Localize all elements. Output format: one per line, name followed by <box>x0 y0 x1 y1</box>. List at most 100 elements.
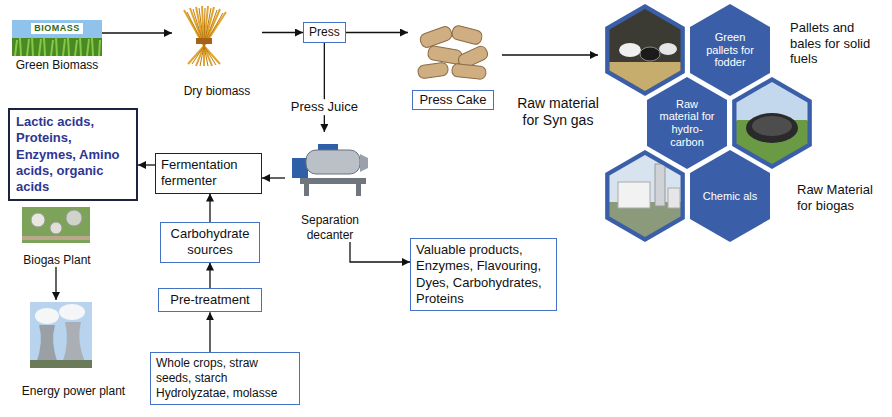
node-text: BIOMASS <box>31 23 83 34</box>
flow-arrow <box>209 263 210 289</box>
flow-arrow <box>262 177 285 178</box>
picture-node: BIOMASS Green Biomass <box>12 20 102 72</box>
picture-node: Dry biomass <box>172 6 262 98</box>
plant-road <box>22 236 90 240</box>
flow-arrow <box>102 32 172 33</box>
flow-arrow <box>350 242 410 262</box>
refinery-tower <box>655 164 665 206</box>
edge-label: Press Juice <box>289 99 360 115</box>
refinery-building <box>618 182 650 208</box>
node-text: Valuable products, Enzymes, Flavouring, … <box>416 242 551 307</box>
decanter-leg <box>356 184 361 196</box>
process-box: Fermentation fermenter <box>155 153 262 194</box>
hexagon-node: Raw material for hydro-carbon <box>647 77 727 169</box>
picture-node: Press Cake <box>408 22 498 110</box>
decanter-bowl <box>306 150 360 174</box>
pellet <box>451 24 484 45</box>
node-text: Green Biomass <box>16 58 99 72</box>
flow-arrow <box>346 32 408 33</box>
picture-node: Separation decanter <box>285 132 375 242</box>
flow-arrow <box>262 32 303 33</box>
product-box: Valuable products, Enzymes, Flavouring, … <box>410 238 557 311</box>
cow <box>659 43 677 55</box>
steam <box>35 308 59 324</box>
hexagon-frame <box>605 150 685 242</box>
node-text: Separation decanter <box>285 213 375 242</box>
plant-ground <box>22 207 90 243</box>
hexagon-fill <box>647 77 727 169</box>
power-plant-picture <box>30 302 92 368</box>
press-cake-to-uses-arrow <box>502 54 598 55</box>
biogas-tank <box>746 113 798 143</box>
node-text: Raw material for hydro-carbon <box>657 98 717 149</box>
picture-node: Energy power plant <box>6 300 141 398</box>
hexagon-frame <box>732 77 812 169</box>
node-text: Press Cake <box>412 90 493 110</box>
power-ground <box>30 360 92 368</box>
flow-arrow <box>209 194 210 223</box>
biogas-plant-picture <box>22 207 90 243</box>
decanter-cone <box>360 154 368 172</box>
node-text: Biogas Plant <box>23 253 90 267</box>
node-text: Lactic acids, Proteins, Enzymes, Amino a… <box>16 114 130 195</box>
hexagon-fill <box>690 4 770 96</box>
digester <box>31 213 45 227</box>
node-text: Press <box>309 25 340 40</box>
cow <box>619 43 641 57</box>
node-text: Fermentation fermenter <box>161 157 256 190</box>
process-box: Pre-treatment <box>158 288 262 312</box>
digester <box>66 210 82 226</box>
crop-stalks <box>15 37 100 56</box>
flow-arrow <box>209 312 210 352</box>
straw-band <box>196 38 212 44</box>
decanter-frame <box>300 178 366 184</box>
annotation-label: Pallets and bales for solid fuels <box>790 20 885 67</box>
refinery-tank <box>668 188 680 208</box>
cooling-tower <box>62 322 86 364</box>
cooling-tower <box>36 325 58 364</box>
pellet <box>427 45 463 65</box>
node-text: Chemic als <box>703 190 757 203</box>
straw-stalks <box>184 6 226 66</box>
barn-shade <box>605 4 685 96</box>
node-text: Carbohydrate sources <box>166 226 254 259</box>
green-biomass-picture <box>12 20 102 56</box>
node-text: Dry biomass <box>184 84 251 98</box>
hexagon-frame <box>605 4 685 96</box>
flow-arrow <box>324 43 325 132</box>
hexagon-node: Chemic als <box>690 150 770 242</box>
node-text: Pre-treatment <box>164 292 256 308</box>
hexagon-fill <box>690 150 770 242</box>
annotation-label: Raw Material for biogas <box>797 182 885 213</box>
decanter-picture <box>292 144 368 196</box>
input-box: Whole crops, straw seeds, starch Hydroly… <box>150 352 300 405</box>
pellet <box>451 63 486 79</box>
pellet <box>419 25 454 49</box>
process-box: Press <box>303 22 346 43</box>
pellet <box>417 62 449 79</box>
field <box>12 38 102 56</box>
picture-node: Biogas Plant <box>12 205 102 267</box>
steam <box>59 304 85 320</box>
refinery-hexagon <box>605 150 685 242</box>
digester <box>50 222 62 234</box>
tank-hexagon <box>732 77 812 169</box>
process-box: Carbohydrate sources <box>160 222 260 263</box>
press-cake-pellets <box>417 24 489 79</box>
cow <box>640 47 660 61</box>
flow-arrow <box>138 164 155 165</box>
node-text: Whole crops, straw seeds, starch Hydroly… <box>156 356 294 401</box>
straw-shadow <box>187 8 223 66</box>
annotation-label: Raw material for Syn gas <box>513 95 603 129</box>
node-text: Green pallets for fodder <box>700 31 760 69</box>
cow-hexagon <box>605 4 685 96</box>
decanter-leg <box>304 184 309 196</box>
hexagon-node: Green pallets for fodder <box>690 4 770 96</box>
flow-arrow <box>55 267 56 300</box>
tank-rim <box>752 116 792 136</box>
power-sky <box>30 302 92 368</box>
node-text: Energy power plant <box>22 384 125 398</box>
product-box: Lactic acids, Proteins, Enzymes, Amino a… <box>8 108 138 201</box>
dry-biomass-picture <box>184 6 226 66</box>
